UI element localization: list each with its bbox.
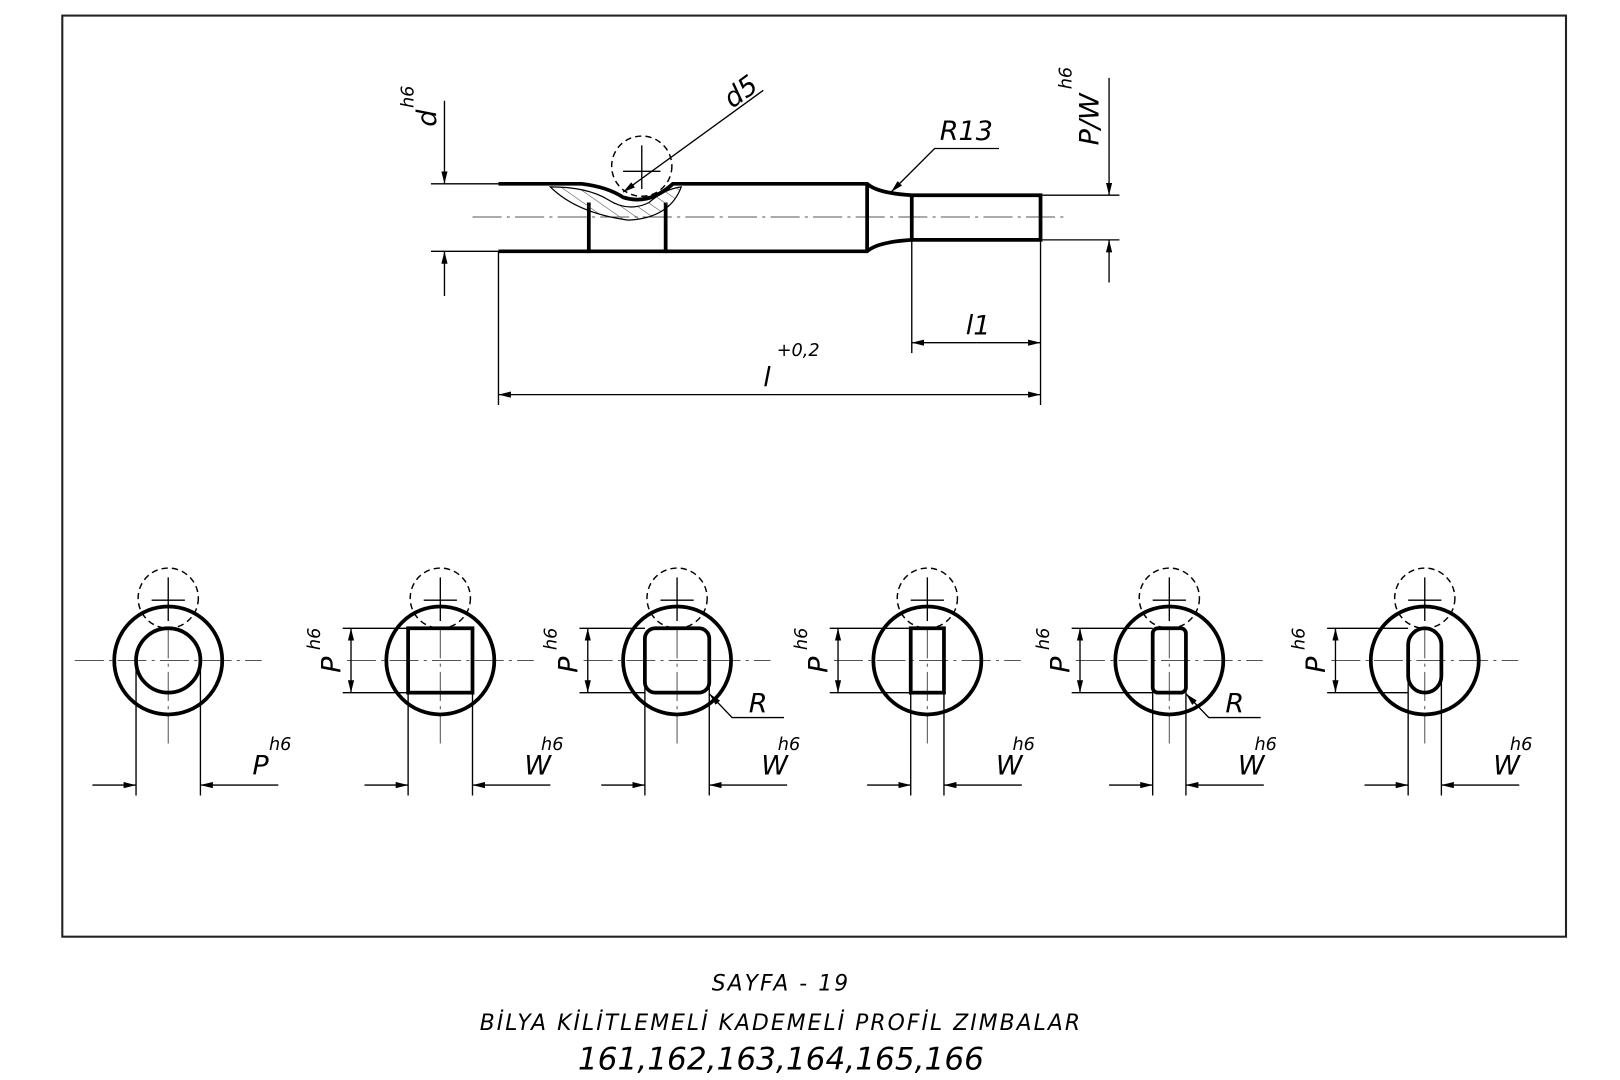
r13-label: R13 [940, 116, 993, 147]
p-tolerance: h6 [792, 628, 812, 650]
punch-body-outline [621, 604, 733, 717]
w-dimension-label: W [524, 751, 552, 782]
p-tolerance: h6 [542, 628, 562, 650]
d5-label: d5 [718, 69, 764, 114]
p-tolerance: h6 [1034, 628, 1054, 650]
p-dimension-label: P [317, 656, 348, 673]
p-dimension-label: P [553, 656, 584, 673]
w-tolerance: h6 [269, 735, 291, 755]
ball-circle [610, 135, 673, 197]
w-tolerance: h6 [1254, 735, 1276, 755]
part-codes: 161,162,163,164,165,166 [578, 1042, 984, 1078]
p-dimension-label: P [1301, 656, 1332, 673]
d-tolerance: h6 [398, 86, 418, 108]
caption: SAYFA - 19 BİLYA KİLİTLEMELİ KADEMELİ PR… [480, 972, 1082, 1078]
punch-body-outline [1368, 604, 1481, 717]
w-tolerance: h6 [541, 735, 563, 755]
p-dimension-label: P [804, 656, 835, 673]
r-label: R [1225, 688, 1244, 719]
drawing-title: BİLYA KİLİTLEMELİ KADEMELİ PROFİL ZIMBAL… [480, 1010, 1082, 1036]
p-dimension-label: P [1046, 656, 1077, 673]
pw-label: P/W [1075, 92, 1106, 145]
side-view: d h6 d5 R13 P/W h6 l1 l +0,2 [398, 67, 1120, 406]
drawing-frame [61, 14, 1568, 938]
profile-view-round: Ph6 [74, 567, 291, 796]
w-dimension-label: W [1238, 751, 1266, 782]
w-dimension-label: P [252, 751, 269, 782]
r-label: R [749, 688, 768, 719]
w-dimension-label: W [996, 751, 1024, 782]
section-hatch [548, 186, 683, 221]
punch-body-outline [1113, 604, 1226, 717]
w-dimension-label: W [1493, 751, 1521, 782]
w-tolerance: h6 [1012, 735, 1034, 755]
punch-body-outline [871, 604, 984, 717]
w-tolerance: h6 [778, 735, 800, 755]
p-tolerance: h6 [305, 628, 325, 650]
d-label: d [412, 109, 443, 127]
ball-groove [586, 202, 668, 254]
l1-label: l1 [966, 310, 991, 341]
page-number: SAYFA - 19 [712, 972, 850, 997]
l-tolerance: +0,2 [777, 341, 820, 361]
l-label: l [763, 362, 771, 393]
w-dimension-label: W [761, 751, 789, 782]
w-tolerance: h6 [1510, 735, 1532, 755]
punch-body-outline [112, 604, 225, 717]
pw-tolerance: h6 [1057, 67, 1077, 89]
p-tolerance: h6 [1289, 628, 1309, 650]
punch-body-outline [384, 604, 497, 717]
